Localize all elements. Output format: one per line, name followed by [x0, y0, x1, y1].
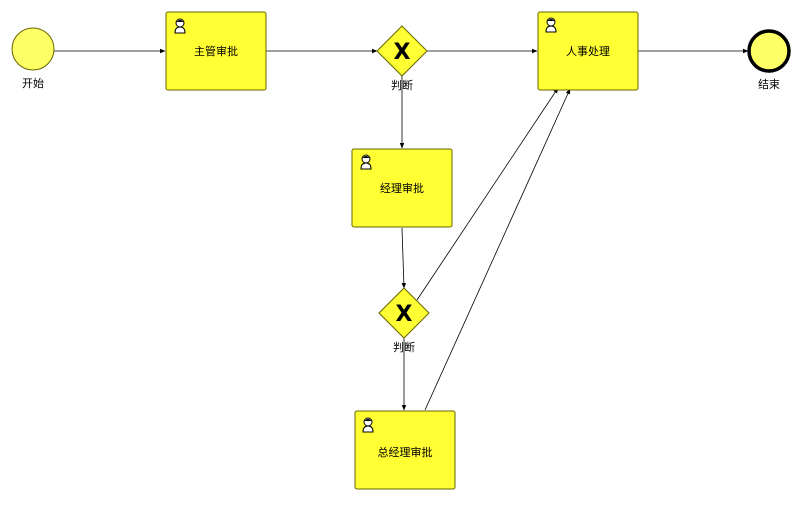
- task-gm-label: 总经理审批: [378, 445, 433, 459]
- user-icon: [545, 17, 557, 33]
- flow-gm-to-hr[interactable]: [424, 88, 571, 411]
- task-supervisor-approval[interactable]: 主管审批: [165, 11, 267, 91]
- task-supervisor-label: 主管审批: [194, 44, 238, 58]
- gateway-x-icon: X: [394, 40, 411, 65]
- task-manager-approval[interactable]: 经理审批: [351, 148, 453, 228]
- flow-gateway2-to-hr[interactable]: [416, 87, 559, 301]
- user-icon: [360, 154, 372, 170]
- task-gm-approval[interactable]: 总经理审批: [354, 410, 456, 490]
- exclusive-gateway-2[interactable]: X: [378, 287, 430, 339]
- start-event-label: 开始: [22, 76, 44, 90]
- gateway-2-label: 判断: [393, 340, 415, 354]
- exclusive-gateway-1[interactable]: X: [376, 25, 428, 77]
- task-hr-processing[interactable]: 人事处理: [537, 11, 639, 91]
- end-event[interactable]: [747, 29, 791, 73]
- end-event-label: 结束: [758, 78, 780, 91]
- task-manager-label: 经理审批: [380, 181, 424, 195]
- gateway-x-icon: X: [396, 302, 413, 327]
- start-event[interactable]: [11, 27, 55, 71]
- user-icon: [174, 18, 186, 34]
- gateway-1-label: 判断: [391, 78, 413, 92]
- flow-manager-to-gateway2[interactable]: [401, 227, 407, 289]
- task-hr-label: 人事处理: [566, 45, 610, 58]
- user-icon: [362, 417, 374, 433]
